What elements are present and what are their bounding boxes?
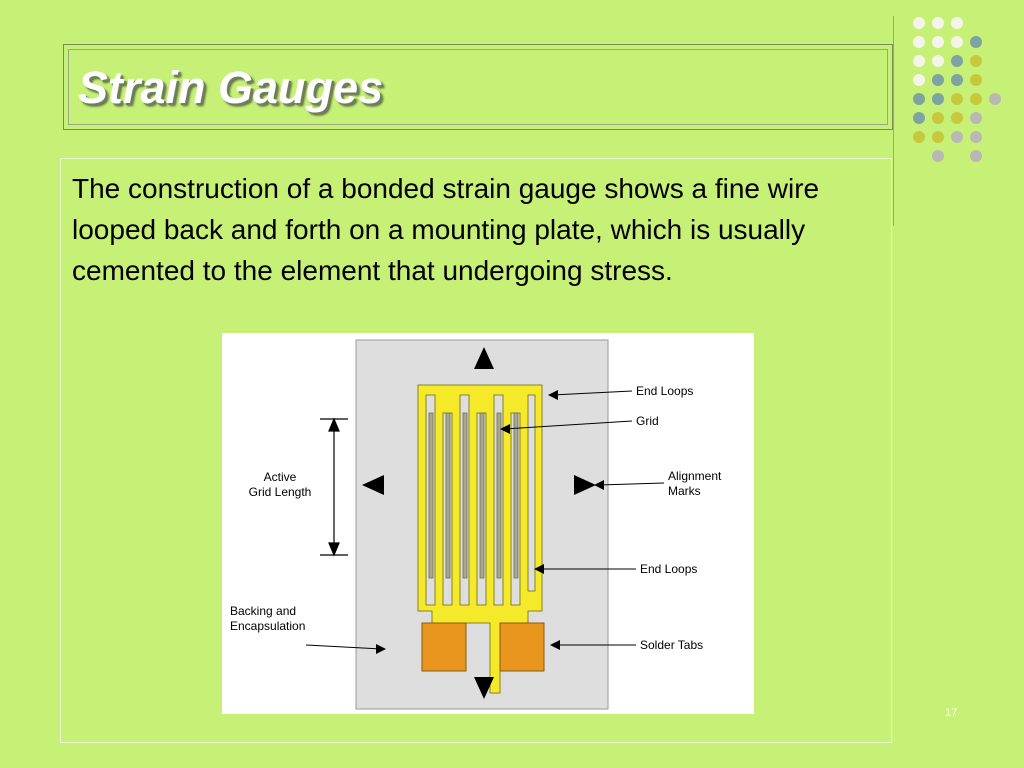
body-paragraph: The construction of a bonded strain gaug… (72, 173, 820, 286)
grid-wires (428, 412, 519, 579)
label-backing-line1: Backing and (230, 604, 296, 618)
label-active-grid-line2: Grid Length (249, 485, 312, 499)
decor-dot (951, 74, 963, 86)
decor-dot (951, 93, 963, 105)
decor-dot (913, 55, 925, 67)
decor-dot (913, 74, 925, 86)
decor-dot (970, 74, 982, 86)
solder-tab-left (421, 622, 467, 672)
decor-dot (932, 17, 944, 29)
decor-dot (970, 150, 982, 162)
label-alignment-marks-line1: Alignment (668, 469, 722, 483)
decor-dot (913, 131, 925, 143)
label-solder-tabs: Solder Tabs (640, 638, 703, 652)
decor-dot (970, 131, 982, 143)
leader-lines (305, 390, 665, 650)
decor-dot (932, 93, 944, 105)
label-grid: Grid (636, 414, 659, 428)
alignment-mark-left (362, 475, 384, 495)
alignment-mark-bottom (474, 677, 494, 699)
label-backing-line2: Encapsulation (230, 619, 305, 633)
title-frame (63, 44, 893, 130)
strain-gauge-diagram: End Loops Grid Alignment Marks End Loops… (222, 333, 754, 714)
decor-dot (913, 17, 925, 29)
strain-gauge-figure: End Loops Grid Alignment Marks End Loops… (230, 339, 722, 710)
decor-dot (932, 36, 944, 48)
title-frame-inner (68, 49, 888, 125)
decor-dot (932, 55, 944, 67)
label-end-loops-bottom: End Loops (640, 562, 697, 576)
solder-tab-right (499, 622, 545, 672)
decor-dot (951, 55, 963, 67)
decor-dot (970, 112, 982, 124)
active-grid-length-dimension (320, 417, 348, 557)
alignment-mark-top (474, 347, 494, 369)
decor-dot (970, 36, 982, 48)
content-frame (60, 158, 892, 743)
decorative-vertical-line (893, 16, 894, 226)
decor-dot (951, 131, 963, 143)
decor-dot (951, 17, 963, 29)
decor-dot (989, 93, 1001, 105)
decor-dot (913, 36, 925, 48)
label-end-loops-top: End Loops (636, 384, 693, 398)
alignment-mark-right (574, 475, 596, 495)
decor-dot (932, 150, 944, 162)
decor-dot (913, 112, 925, 124)
decor-dot (913, 93, 925, 105)
decor-dot (951, 36, 963, 48)
leader-arrowheads (376, 390, 604, 654)
decor-dot (970, 55, 982, 67)
decor-dot (951, 112, 963, 124)
decor-dot (932, 131, 944, 143)
slide-title: Strain Gauges (78, 62, 384, 113)
label-alignment-marks-line2: Marks (668, 484, 701, 498)
decor-dot (970, 93, 982, 105)
label-active-grid-line1: Active (264, 470, 297, 484)
slide-number: 17 (945, 707, 958, 719)
decor-dot (932, 74, 944, 86)
decor-dot (932, 112, 944, 124)
